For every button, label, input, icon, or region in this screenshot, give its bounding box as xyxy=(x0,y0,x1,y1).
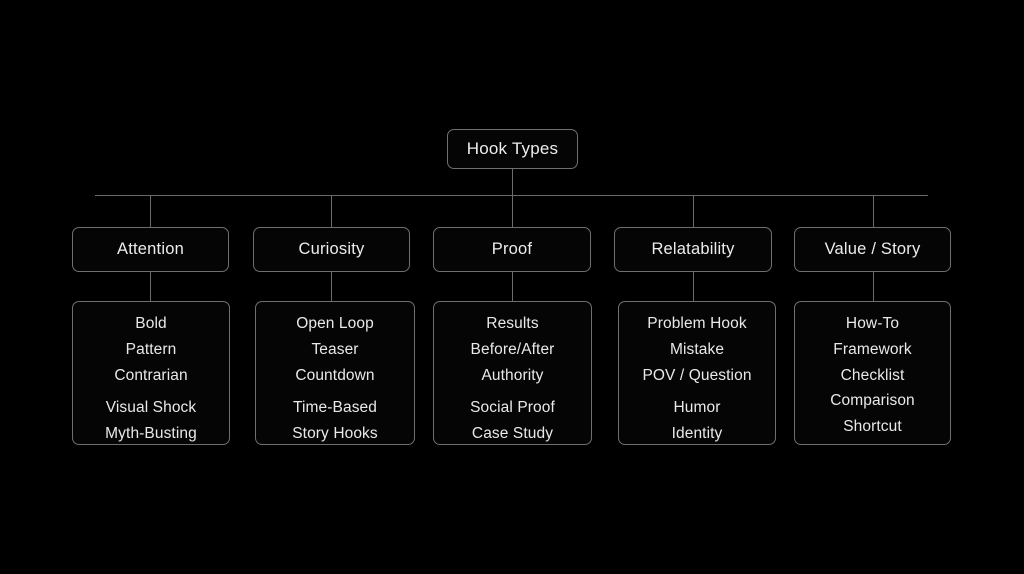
list-item: How-To xyxy=(845,315,900,332)
list-item: Shortcut xyxy=(843,418,902,436)
list-item: Contrarian xyxy=(114,366,188,384)
connector-drop-value-story xyxy=(873,196,874,227)
category-label-proof: Proof xyxy=(491,240,533,258)
list-item: Case Study xyxy=(471,425,554,443)
list-item: Identity xyxy=(671,425,723,443)
list-item: Open Loop xyxy=(296,315,374,332)
root-node-label: Hook Types xyxy=(466,139,559,158)
list-item: Framework xyxy=(833,340,912,358)
list-box-relatability[interactable]: Problem Hook Mistake POV / Question Humo… xyxy=(618,301,776,445)
list-item: Social Proof xyxy=(470,399,555,417)
list-item: Problem Hook xyxy=(647,315,747,332)
list-item: Teaser xyxy=(311,340,359,358)
connector-root-trunk xyxy=(512,169,513,195)
connector-stub-curiosity xyxy=(331,272,332,301)
root-node-hook-types[interactable]: Hook Types xyxy=(447,129,578,169)
list-item: Myth-Busting xyxy=(105,425,197,443)
list-item: Mistake xyxy=(669,340,725,358)
connector-stub-value-story xyxy=(873,272,874,301)
list-box-curiosity[interactable]: Open Loop Teaser Countdown Time-Based St… xyxy=(255,301,415,445)
connector-stub-proof xyxy=(512,272,513,301)
category-box-curiosity[interactable]: Curiosity xyxy=(253,227,410,272)
list-item: Time-Based xyxy=(293,399,377,417)
connector-drop-curiosity xyxy=(331,196,332,227)
connector-drop-attention xyxy=(150,196,151,227)
list-item: Bold xyxy=(135,315,167,332)
list-item: Authority xyxy=(481,366,544,384)
connector-drop-relatability xyxy=(693,196,694,227)
list-box-value-story[interactable]: How-To Framework Checklist Comparison Sh… xyxy=(794,301,951,445)
list-item: Story Hooks xyxy=(292,425,378,443)
list-item: Comparison xyxy=(830,392,915,410)
category-box-relatability[interactable]: Relatability xyxy=(614,227,772,272)
list-item: Before/After xyxy=(470,340,555,358)
connector-horizontal-bus xyxy=(95,195,928,196)
connector-drop-proof xyxy=(512,196,513,227)
category-label-attention: Attention xyxy=(117,240,184,258)
category-box-value-story[interactable]: Value / Story xyxy=(794,227,951,272)
category-box-proof[interactable]: Proof xyxy=(433,227,591,272)
list-box-attention[interactable]: Bold Pattern Contrarian Visual Shock Myt… xyxy=(72,301,230,445)
list-item: Visual Shock xyxy=(105,399,197,417)
category-label-value-story: Value / Story xyxy=(824,240,921,258)
connector-stub-attention xyxy=(150,272,151,301)
list-item: Humor xyxy=(673,399,721,417)
list-item: POV / Question xyxy=(642,366,752,384)
list-box-proof[interactable]: Results Before/After Authority Social Pr… xyxy=(433,301,592,445)
category-label-relatability: Relatability xyxy=(651,240,735,258)
list-item: Checklist xyxy=(840,366,905,384)
list-item: Pattern xyxy=(125,340,177,358)
category-box-attention[interactable]: Attention xyxy=(72,227,229,272)
category-label-curiosity: Curiosity xyxy=(298,240,365,258)
list-item: Countdown xyxy=(295,366,375,384)
connector-stub-relatability xyxy=(693,272,694,301)
list-item: Results xyxy=(486,315,539,332)
